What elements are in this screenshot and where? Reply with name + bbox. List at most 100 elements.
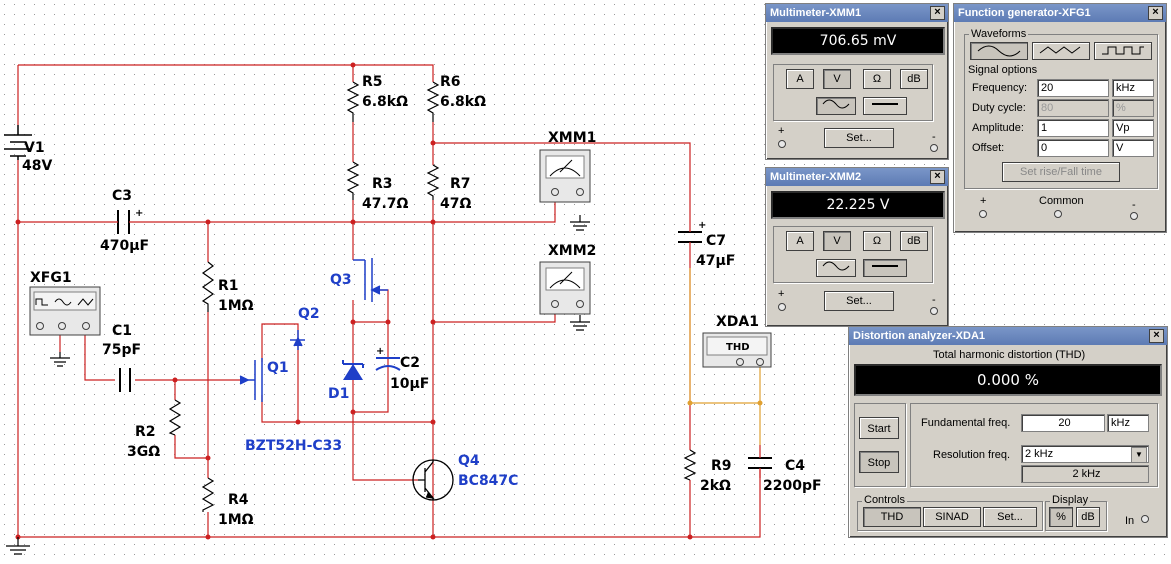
mode-group [773, 226, 933, 283]
minus-terminal-icon[interactable] [1130, 212, 1138, 220]
sinad-mode-button[interactable]: SINAD [923, 507, 981, 527]
r4-label: R4 [228, 492, 249, 508]
plus-terminal-icon[interactable] [778, 140, 786, 148]
close-button[interactable]: × [1149, 329, 1164, 343]
q4-bjt-transistor[interactable] [412, 459, 454, 501]
db-display-button[interactable]: dB [1076, 507, 1100, 527]
c1-value: 75pF [102, 342, 141, 358]
set-rise-fall-time-button[interactable]: Set rise/Fall time [1002, 162, 1120, 182]
r6-resistor[interactable] [426, 81, 440, 122]
amplitude-unit-select[interactable]: Vp [1112, 119, 1154, 137]
plus-terminal-label: + [980, 195, 987, 207]
xmm2-multimeter-icon[interactable] [539, 261, 591, 315]
function-generator-titlebar[interactable]: Function generator-XFG1 × [954, 4, 1166, 22]
offset-unit-select[interactable]: V [1112, 139, 1154, 157]
offset-input[interactable]: 0 [1037, 139, 1109, 157]
c7-capacitor[interactable] [678, 220, 702, 250]
svg-text:+: + [135, 208, 143, 219]
ammeter-button[interactable]: A [786, 69, 814, 89]
multimeter-xmm2-window[interactable]: Multimeter-XMM2 × 22.225 V A V Ω dB Set.… [765, 167, 949, 327]
d1-zener-diode[interactable] [342, 360, 364, 380]
r1-value: 1MΩ [218, 298, 254, 314]
ohmmeter-button[interactable]: Ω [863, 69, 891, 89]
square-waveform-button[interactable] [1094, 42, 1152, 60]
decibel-button[interactable]: dB [900, 231, 928, 251]
ac-mode-button[interactable] [816, 97, 856, 115]
close-button[interactable]: × [930, 6, 945, 20]
c2-capacitor[interactable] [375, 357, 401, 371]
fundamental-freq-unit[interactable]: kHz [1107, 414, 1149, 432]
waveforms-label: Waveforms [969, 28, 1029, 40]
q2-mosfet[interactable] [290, 330, 305, 350]
voltmeter-button[interactable]: V [823, 69, 851, 89]
amplitude-input[interactable]: 1 [1037, 119, 1109, 137]
ammeter-button[interactable]: A [786, 231, 814, 251]
function-generator-window[interactable]: Function generator-XFG1 × Waveforms Sign… [953, 3, 1167, 233]
fundamental-freq-input[interactable]: 20 [1021, 414, 1105, 432]
r4-value: 1MΩ [218, 512, 254, 528]
plus-terminal-icon[interactable] [778, 303, 786, 311]
triangle-waveform-button[interactable] [1032, 42, 1090, 60]
q3-mosfet[interactable] [353, 258, 388, 302]
frequency-input[interactable]: 20 [1037, 79, 1109, 97]
start-button[interactable]: Start [859, 417, 899, 439]
close-button[interactable]: × [930, 170, 945, 184]
d1-part: BZT52H-C33 [245, 438, 342, 454]
ohmmeter-button[interactable]: Ω [863, 231, 891, 251]
q3-label: Q3 [330, 272, 352, 288]
multimeter-xmm1-titlebar[interactable]: Multimeter-XMM1 × [766, 4, 948, 22]
settings-button[interactable]: Set... [824, 128, 894, 148]
xfg1-instrument-icon[interactable] [29, 286, 101, 336]
r1-label: R1 [218, 278, 239, 294]
close-button[interactable]: × [1148, 6, 1163, 20]
percent-display-button[interactable]: % [1049, 507, 1073, 527]
sine-waveform-button[interactable] [970, 42, 1028, 60]
chevron-down-icon[interactable]: ▼ [1131, 447, 1147, 463]
multimeter-xmm2-titlebar[interactable]: Multimeter-XMM2 × [766, 168, 948, 186]
distortion-analyzer-titlebar[interactable]: Distortion analyzer-XDA1 × [849, 327, 1167, 345]
svg-text:+: + [698, 220, 706, 231]
c3-capacitor[interactable] [110, 210, 140, 234]
reading-display: 22.225 V [771, 191, 945, 219]
duty-cycle-input[interactable]: 80 [1037, 99, 1109, 117]
minus-terminal-icon[interactable] [930, 307, 938, 315]
r5-resistor[interactable] [346, 81, 360, 122]
xmm1-multimeter-icon[interactable] [539, 149, 591, 203]
minus-terminal-icon[interactable] [930, 144, 938, 152]
thd-mode-button[interactable]: THD [863, 507, 921, 527]
voltmeter-button[interactable]: V [823, 231, 851, 251]
r4-resistor[interactable] [201, 477, 215, 512]
q1-mosfet[interactable] [239, 358, 263, 402]
q4-part: BC847C [458, 473, 518, 489]
c1-capacitor[interactable] [119, 368, 131, 392]
resolution-freq-select[interactable]: 2 kHz ▼ [1021, 445, 1149, 463]
xda1-distortion-analyzer-icon[interactable] [702, 332, 772, 368]
r2-resistor[interactable] [168, 399, 182, 436]
frequency-unit-select[interactable]: kHz [1112, 79, 1154, 97]
r1-resistor[interactable] [201, 261, 215, 312]
c2-value: 10µF [390, 376, 429, 392]
fundamental-freq-label: Fundamental freq. [921, 417, 1011, 429]
r7-resistor[interactable] [426, 164, 440, 200]
ac-mode-button[interactable] [816, 259, 856, 277]
r9-resistor[interactable] [683, 449, 697, 481]
stop-button[interactable]: Stop [859, 451, 899, 473]
input-terminal-icon[interactable] [1141, 515, 1149, 523]
xmm1-label: XMM1 [548, 130, 596, 146]
xfg1-label: XFG1 [30, 270, 72, 286]
window-title: Distortion analyzer-XDA1 [853, 330, 986, 342]
v1-battery[interactable] [4, 125, 32, 160]
decibel-button[interactable]: dB [900, 69, 928, 89]
window-title: Function generator-XFG1 [958, 7, 1091, 19]
plus-terminal-icon[interactable] [979, 210, 987, 218]
distortion-analyzer-window[interactable]: Distortion analyzer-XDA1 × Total harmoni… [848, 326, 1168, 538]
r3-resistor[interactable] [346, 161, 360, 200]
c4-capacitor[interactable] [748, 445, 772, 478]
settings-button[interactable]: Set... [824, 291, 894, 311]
multimeter-xmm1-window[interactable]: Multimeter-XMM1 × 706.65 mV A V Ω dB Set… [765, 3, 949, 160]
r5-value: 6.8kΩ [362, 94, 408, 110]
common-terminal-icon[interactable] [1054, 210, 1062, 218]
settings-button[interactable]: Set... [983, 507, 1037, 527]
dc-mode-button[interactable] [863, 97, 907, 115]
dc-mode-button[interactable] [863, 259, 907, 277]
